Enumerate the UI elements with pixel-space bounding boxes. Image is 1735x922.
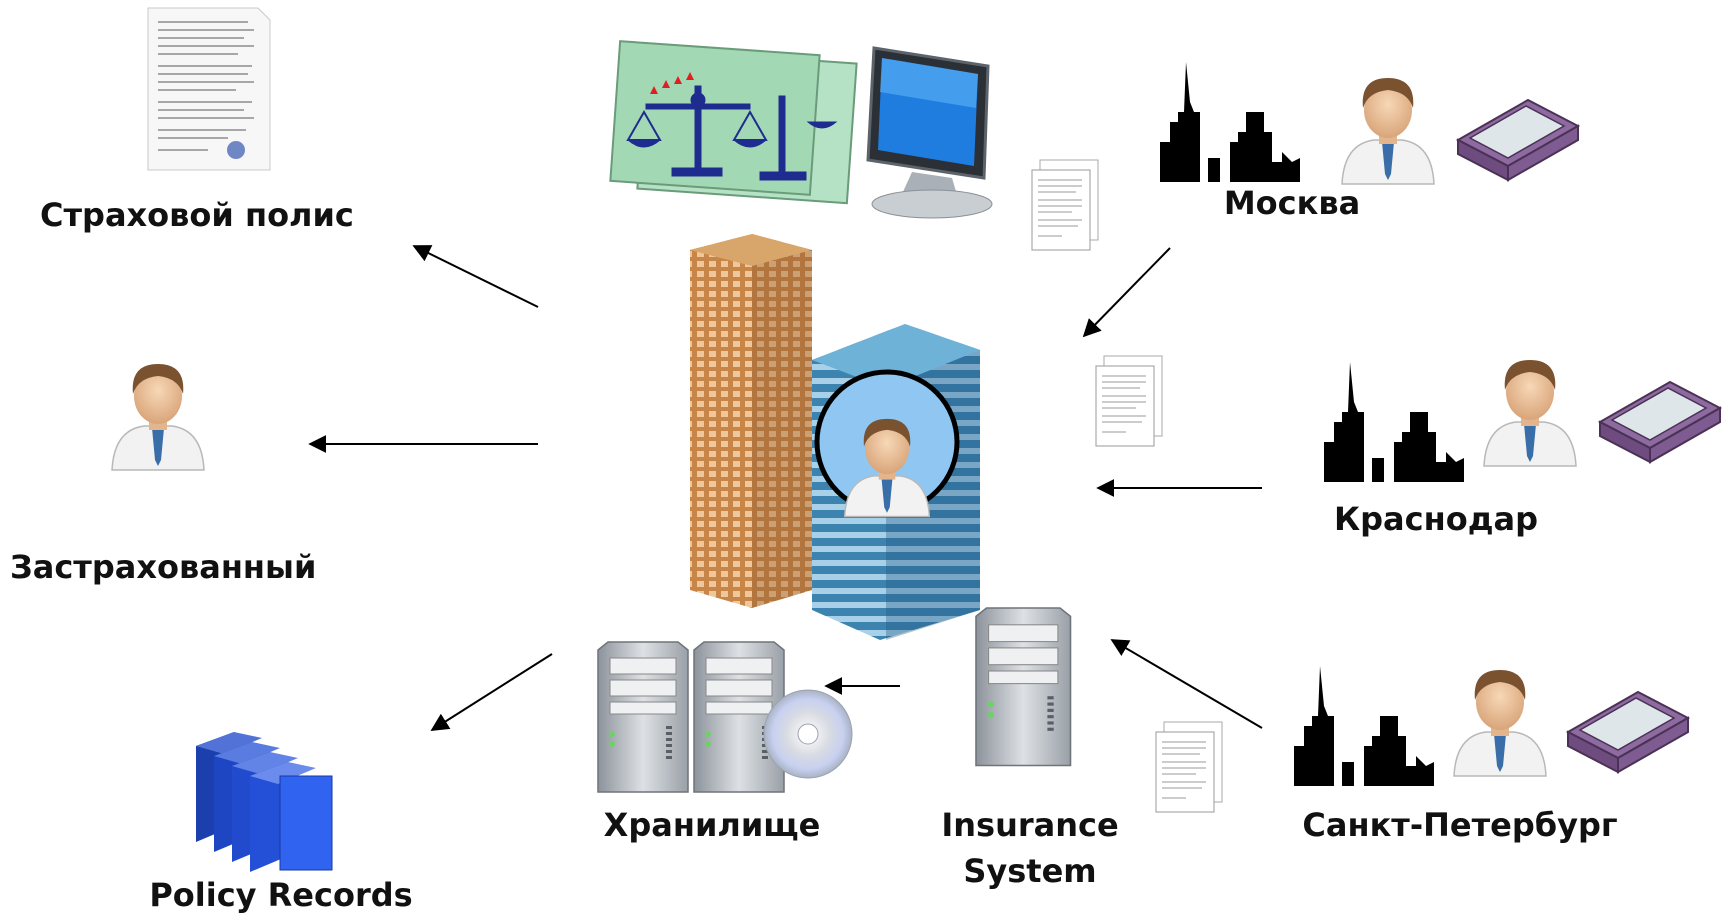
label-insurance-system: Insurance System <box>941 806 1119 890</box>
policy-document-icon <box>147 7 271 171</box>
city-skyline-icon <box>1294 666 1434 786</box>
person-badge-icon <box>814 369 960 518</box>
scales-of-justice-icon <box>609 40 858 205</box>
arrow-from-spb <box>1110 639 1263 729</box>
city-agent-person-icon <box>1341 77 1435 185</box>
scanner-icon <box>1567 691 1689 773</box>
label-storage: Хранилище <box>603 806 821 844</box>
label-krasnodar: Краснодар <box>1333 500 1539 538</box>
binders-icon <box>196 732 333 872</box>
label-moscow: Москва <box>1223 184 1361 222</box>
arrow-to-records <box>430 653 553 731</box>
arrow-to-policy <box>412 245 539 308</box>
arrow-from-moscow <box>1082 247 1171 338</box>
city-skyline-icon <box>1160 62 1300 182</box>
label-spb: Санкт-Петербург <box>1302 806 1618 844</box>
label-insured: Застрахованный <box>10 548 317 586</box>
city-agent-person-icon <box>1453 669 1547 777</box>
documents-icon <box>1031 159 1099 251</box>
label-policy: Страховой полис <box>40 196 354 234</box>
label-policy-records: Policy Records <box>149 876 413 914</box>
monitor-icon <box>866 46 993 219</box>
documents-icon <box>1095 355 1163 447</box>
cd-disc-icon <box>763 689 853 779</box>
documents-icon <box>1155 721 1223 813</box>
city-agent-person-icon <box>1483 359 1577 467</box>
insured-person-icon <box>111 363 205 471</box>
insurance-server-icon <box>975 607 1072 767</box>
storage-server-icon <box>597 641 689 793</box>
city-skyline-icon <box>1324 362 1464 482</box>
scanner-icon <box>1599 381 1721 463</box>
scanner-icon <box>1457 99 1579 181</box>
